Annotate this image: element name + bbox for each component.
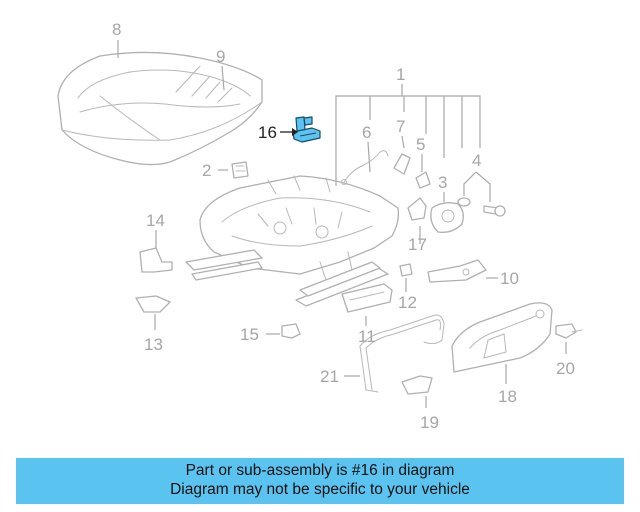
callout-7: 7: [396, 117, 405, 136]
cover-13-part: [135, 295, 171, 313]
callout-20: 20: [556, 359, 575, 378]
callout-6: 6: [362, 123, 371, 142]
cable-part: [341, 150, 389, 185]
seat-cushion-part: [57, 51, 263, 166]
clip-19-part: [401, 375, 433, 395]
callout-8: 8: [112, 20, 121, 39]
callout-9: 9: [216, 47, 225, 66]
bolt-part: [457, 197, 506, 217]
callout-11: 11: [358, 327, 376, 346]
knob-part: [281, 323, 301, 339]
banner-line-1: Part or sub-assembly is #16 in diagram: [185, 462, 455, 479]
bracket-5-part: [415, 171, 431, 189]
callout-1: 1: [396, 65, 405, 84]
rod-part: [359, 314, 445, 393]
callout-21: 21: [320, 367, 339, 386]
callout-18: 18: [498, 387, 517, 406]
callout-4: 4: [472, 151, 481, 170]
screw-part: [555, 323, 583, 339]
info-banner: Part or sub-assembly is #16 in diagram D…: [16, 458, 624, 504]
callout-15: 15: [240, 325, 259, 344]
bracket-14-part: [139, 247, 173, 273]
seat-frame-part: [185, 175, 400, 307]
cover-11-part: [341, 283, 393, 313]
callout-17: 17: [408, 235, 427, 254]
callout-13: 13: [144, 335, 163, 354]
leader-lines: [117, 40, 567, 408]
parts-diagram: 8 9 1 6 7 5 4 3 2 16 14 17 10 12 13 15 1…: [57, 20, 583, 432]
bracket-17-part: [407, 197, 427, 221]
side-panel-part: [451, 302, 553, 373]
callout-3: 3: [438, 173, 447, 192]
callout-2: 2: [202, 161, 211, 180]
callout-14: 14: [146, 211, 165, 230]
clip-12-part: [399, 263, 413, 277]
clip-part: [231, 161, 249, 179]
banner-line-2: Diagram may not be specific to your vehi…: [170, 481, 470, 498]
piece-7-part: [393, 153, 411, 175]
callout-5: 5: [416, 135, 425, 154]
callout-19: 19: [420, 413, 439, 432]
motor-part: [430, 202, 464, 233]
callout-12: 12: [398, 293, 417, 312]
callout-16[interactable]: 16: [258, 123, 277, 142]
rail-bracket-part: [427, 259, 487, 283]
callout-10: 10: [500, 269, 519, 288]
highlighted-part-16[interactable]: [292, 116, 321, 143]
